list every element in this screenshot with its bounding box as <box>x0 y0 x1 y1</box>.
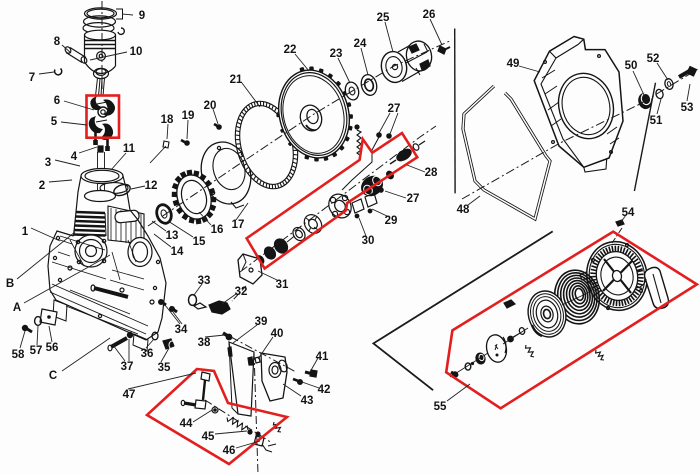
svg-text:40: 40 <box>271 328 284 340</box>
svg-text:20: 20 <box>204 100 217 112</box>
svg-text:1: 1 <box>22 226 29 238</box>
svg-text:54: 54 <box>622 207 635 219</box>
svg-text:29: 29 <box>385 215 398 227</box>
svg-text:16: 16 <box>211 224 224 236</box>
svg-text:38: 38 <box>198 337 211 349</box>
svg-text:50: 50 <box>625 60 638 72</box>
svg-text:33: 33 <box>198 275 211 287</box>
svg-text:35: 35 <box>158 362 171 374</box>
svg-text:26: 26 <box>423 9 436 21</box>
svg-text:13: 13 <box>166 230 179 242</box>
svg-text:46: 46 <box>223 445 236 457</box>
svg-text:4: 4 <box>71 151 78 163</box>
svg-text:56: 56 <box>46 342 59 354</box>
svg-text:55: 55 <box>434 401 447 413</box>
svg-text:25: 25 <box>377 12 390 24</box>
svg-text:32: 32 <box>235 286 248 298</box>
svg-text:14: 14 <box>171 246 184 258</box>
svg-text:19: 19 <box>182 110 195 122</box>
svg-text:8: 8 <box>54 36 61 48</box>
svg-text:28: 28 <box>425 167 438 179</box>
svg-text:53: 53 <box>681 102 694 114</box>
svg-text:39: 39 <box>255 316 268 328</box>
svg-text:11: 11 <box>123 143 136 155</box>
svg-text:44: 44 <box>180 418 193 430</box>
svg-text:22: 22 <box>284 44 297 56</box>
svg-text:57: 57 <box>30 345 43 357</box>
svg-text:9: 9 <box>139 10 145 22</box>
svg-text:36: 36 <box>141 348 154 360</box>
svg-text:27: 27 <box>388 103 401 115</box>
svg-text:5: 5 <box>51 116 58 128</box>
svg-text:58: 58 <box>12 349 25 361</box>
svg-text:A: A <box>13 302 21 314</box>
svg-text:21: 21 <box>230 74 243 86</box>
svg-text:47: 47 <box>123 389 136 401</box>
svg-text:7: 7 <box>29 72 35 84</box>
svg-text:6: 6 <box>54 95 60 107</box>
svg-text:23: 23 <box>330 48 343 60</box>
svg-text:45: 45 <box>202 431 215 443</box>
svg-text:42: 42 <box>318 384 331 396</box>
svg-text:43: 43 <box>301 395 314 407</box>
svg-text:37: 37 <box>121 361 134 373</box>
svg-text:18: 18 <box>161 114 174 126</box>
svg-text:24: 24 <box>354 38 367 50</box>
svg-text:B: B <box>6 278 14 290</box>
svg-text:27: 27 <box>407 193 420 205</box>
svg-text:12: 12 <box>145 180 158 192</box>
svg-text:41: 41 <box>316 351 329 363</box>
svg-text:C: C <box>49 370 57 382</box>
svg-text:34: 34 <box>175 324 188 336</box>
svg-text:3: 3 <box>45 157 51 169</box>
svg-text:2: 2 <box>39 180 45 192</box>
svg-text:51: 51 <box>650 115 663 127</box>
svg-text:17: 17 <box>232 219 245 231</box>
svg-text:52: 52 <box>647 53 660 65</box>
svg-text:10: 10 <box>130 46 143 58</box>
svg-text:49: 49 <box>507 58 520 70</box>
svg-text:30: 30 <box>362 235 375 247</box>
svg-text:31: 31 <box>276 279 289 291</box>
svg-text:48: 48 <box>457 204 470 216</box>
svg-text:15: 15 <box>193 236 206 248</box>
